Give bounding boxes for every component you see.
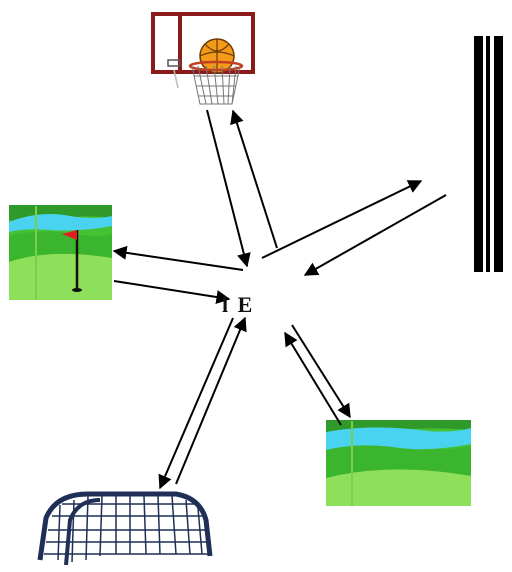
arrow-to-goal <box>158 317 234 490</box>
arrow-from-goal <box>175 316 247 485</box>
parallel-bars-icon <box>474 36 503 272</box>
arrow-from-green <box>113 280 231 304</box>
arrow-to-bars <box>261 180 423 259</box>
landscape-field-icon <box>326 420 471 506</box>
arrow-from-bars <box>303 194 447 276</box>
golf-green-icon <box>9 205 112 300</box>
arrows <box>112 109 447 490</box>
arrow-to-field <box>291 324 351 419</box>
arrow-from-hoop <box>206 109 251 268</box>
arrow-to-green <box>112 245 244 271</box>
center-label: l E <box>222 292 255 317</box>
arrow-to-hoop <box>230 109 278 249</box>
soccer-goal-icon <box>37 491 213 566</box>
basketball-hoop-icon <box>151 12 255 105</box>
arrow-from-field <box>284 331 342 426</box>
